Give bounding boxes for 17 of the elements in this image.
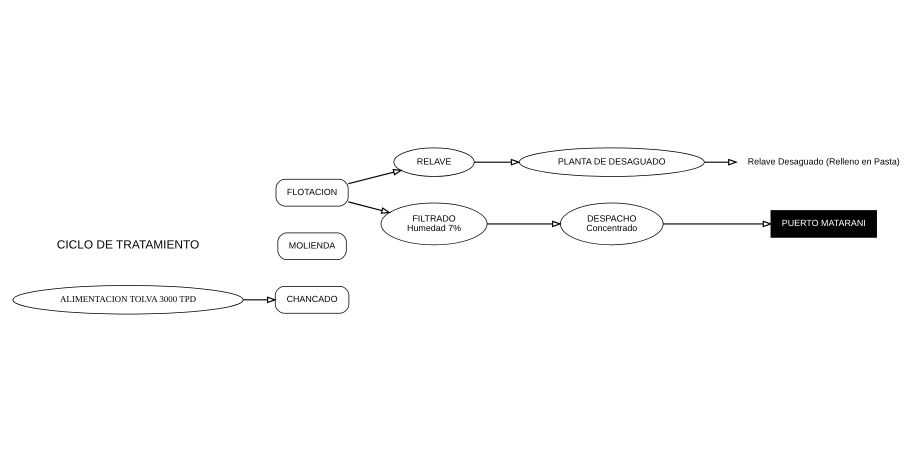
arrow (663, 220, 772, 227)
arrow (243, 296, 277, 303)
node-ellipse: DESPACHO Concentrado (560, 202, 664, 245)
arrow (348, 168, 403, 184)
node-ellipse: RELAVE (394, 147, 475, 176)
node-text: Relave Desaguado (Relleno en Pasta) (748, 156, 900, 166)
node-box: PUERTO MATARANI (770, 210, 877, 238)
arrow (704, 158, 738, 166)
arrow (487, 220, 562, 227)
node-ellipse: ALIMENTACION TOLVA 3000 TPD (12, 284, 244, 314)
node-box: MOLIENDA (277, 232, 347, 260)
arrow (348, 200, 392, 214)
label: CICLO DE TRATAMIENTO (56, 236, 200, 251)
node-ellipse: PLANTA DE DESAGUADO (518, 147, 705, 176)
arrow (474, 158, 521, 166)
node-box: CHANCADO (274, 286, 350, 314)
node-box: FLOTACION (276, 178, 349, 206)
